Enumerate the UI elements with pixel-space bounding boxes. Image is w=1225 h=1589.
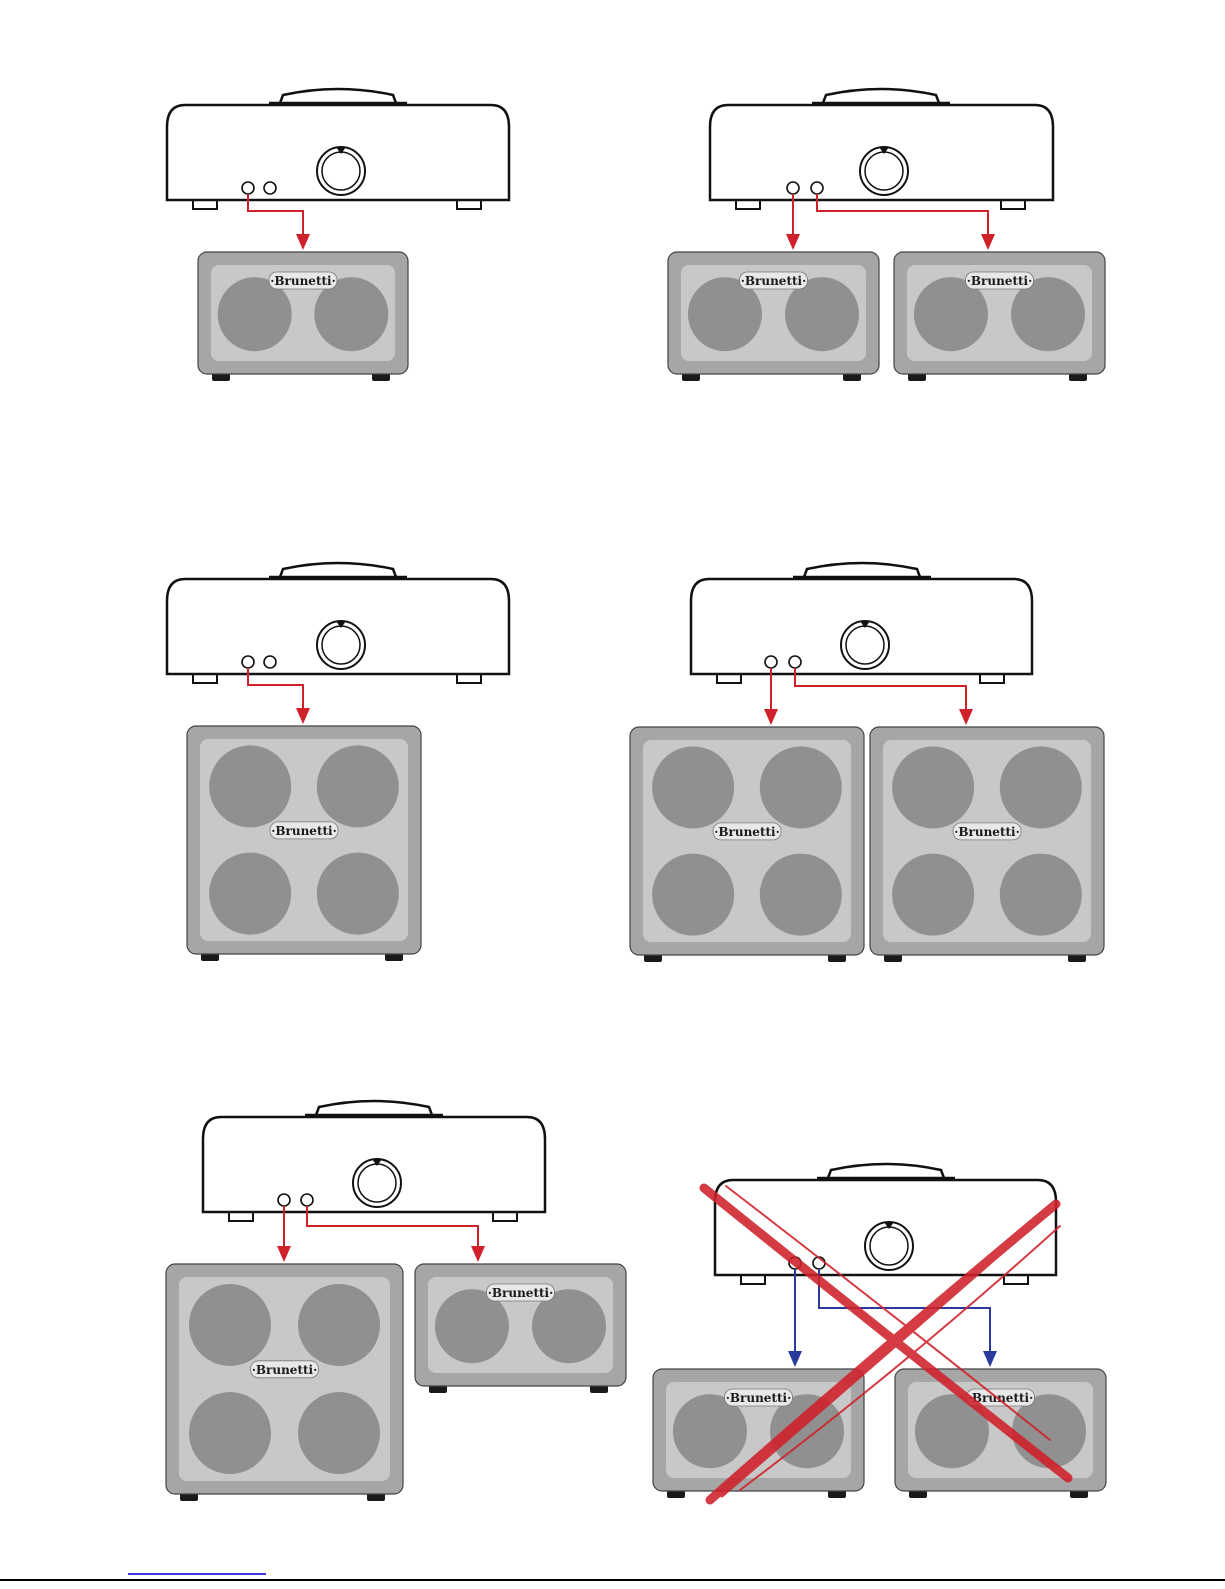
brand-logo-text: ·Brunetti· <box>967 274 1033 288</box>
brand-badge: ·Brunetti· <box>251 1361 319 1378</box>
volume-knob <box>870 1227 908 1265</box>
volume-knob <box>358 1164 396 1202</box>
cabinet-2x12: ·Brunetti· <box>895 1369 1106 1498</box>
brand-logo-text: ·Brunetti· <box>741 274 807 288</box>
brand-badge: ·Brunetti· <box>487 1284 555 1301</box>
cabinet-4x12: ·Brunetti· <box>187 726 421 961</box>
arrow-down-icon <box>981 234 995 250</box>
brand-logo-text: ·Brunetti· <box>954 825 1020 839</box>
volume-knob <box>865 152 903 190</box>
amp-handle <box>316 1101 432 1115</box>
speaker-cone <box>892 854 974 936</box>
brand-badge: ·Brunetti· <box>953 823 1021 840</box>
speaker-cone <box>892 746 974 828</box>
brand-logo-text: ·Brunetti· <box>252 1363 318 1377</box>
brand-badge: ·Brunetti· <box>270 822 338 839</box>
arrow-down-icon <box>786 234 800 250</box>
cabinet-4x12: ·Brunetti· <box>630 727 864 962</box>
arrow-down-icon <box>277 1246 291 1262</box>
volume-knob <box>322 626 360 664</box>
amplifier-head <box>691 563 1032 683</box>
brand-badge: ·Brunetti· <box>269 272 337 289</box>
cabinet-4x12: ·Brunetti· <box>870 727 1104 962</box>
brand-logo-text: ·Brunetti· <box>714 825 780 839</box>
amp-handle <box>804 563 920 577</box>
amplifier-head <box>715 1164 1056 1284</box>
cabinet-4x12: ·Brunetti· <box>166 1264 403 1501</box>
arrow-down-icon <box>296 234 310 250</box>
brand-logo-text: ·Brunetti· <box>270 274 336 288</box>
output-jack-2 <box>789 656 801 668</box>
volume-knob <box>322 152 360 190</box>
brand-logo-text: ·Brunetti· <box>488 1286 554 1300</box>
volume-knob <box>846 626 884 664</box>
amplifier-head <box>167 89 509 209</box>
speaker-cone <box>209 853 291 935</box>
output-jack-1 <box>765 656 777 668</box>
scenario-forbidden-dual-2x12: ·Brunetti· ·Brunetti· <box>653 1164 1106 1500</box>
brand-badge: ·Brunetti· <box>725 1389 793 1406</box>
cabinet-2x12: ·Brunetti· <box>415 1264 626 1393</box>
scenario-single-4x12: ·Brunetti· <box>167 563 509 961</box>
speaker-cone <box>209 745 291 827</box>
speaker-cone <box>189 1392 271 1474</box>
output-jack-2 <box>301 1194 313 1206</box>
brand-badge: ·Brunetti· <box>713 823 781 840</box>
speaker-cone <box>760 854 842 936</box>
speaker-cone <box>317 745 399 827</box>
scenario-single-2x12: ·Brunetti· <box>167 89 509 381</box>
brand-logo-text: ·Brunetti· <box>271 824 337 838</box>
speaker-cone <box>1000 854 1082 936</box>
arrow-down-icon <box>296 708 310 724</box>
scenario-mixed-4x12-2x12: ·Brunetti· ·Brunetti· <box>166 1101 626 1501</box>
amp-handle <box>280 89 396 103</box>
cabinet-2x12: ·Brunetti· <box>894 252 1105 381</box>
amplifier-head <box>710 89 1053 209</box>
speaker-cone <box>652 854 734 936</box>
speaker-cone <box>652 746 734 828</box>
speaker-cone <box>298 1284 380 1366</box>
cabinet-2x12: ·Brunetti· <box>668 252 879 381</box>
output-jack-2 <box>264 656 276 668</box>
amp-handle <box>823 89 939 103</box>
speaker-cone <box>1000 746 1082 828</box>
output-jack-1 <box>242 656 254 668</box>
brand-logo-text: ·Brunetti· <box>726 1391 792 1405</box>
arrow-down-icon <box>788 1351 802 1367</box>
output-jack-1 <box>787 182 799 194</box>
speaker-cone <box>298 1392 380 1474</box>
footer-rule <box>0 1579 1225 1581</box>
speaker-cone <box>760 746 842 828</box>
arrow-down-icon <box>471 1246 485 1262</box>
speaker-cone <box>317 853 399 935</box>
cabinet-2x12: ·Brunetti· <box>198 252 408 381</box>
scenario-dual-4x12: ·Brunetti· ·Brunetti· <box>630 563 1104 962</box>
output-jack-2 <box>264 182 276 194</box>
amp-handle <box>828 1164 944 1178</box>
amplifier-head <box>167 563 509 683</box>
scenario-dual-2x12: ·Brunetti· ·Brunetti· <box>668 89 1105 381</box>
amplifier-head <box>203 1101 545 1221</box>
arrow-down-icon <box>983 1351 997 1367</box>
footer-link-underline <box>128 1573 266 1575</box>
output-jack-1 <box>278 1194 290 1206</box>
amp-handle <box>280 563 396 577</box>
output-jack-1 <box>242 182 254 194</box>
arrow-down-icon <box>959 709 973 725</box>
speaker-cone <box>189 1284 271 1366</box>
brand-badge: ·Brunetti· <box>740 272 808 289</box>
brand-badge: ·Brunetti· <box>966 272 1034 289</box>
arrow-down-icon <box>764 709 778 725</box>
output-jack-2 <box>811 182 823 194</box>
